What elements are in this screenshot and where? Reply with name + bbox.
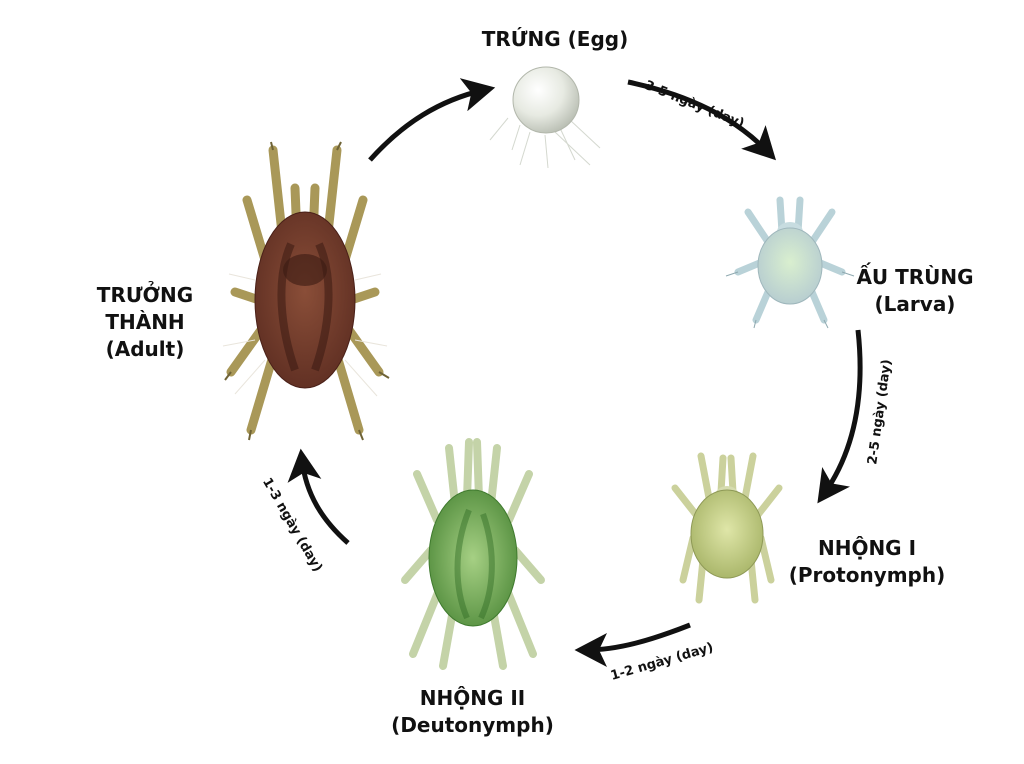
protonymph-label: NHỘNG I (Protonymph) — [782, 535, 952, 589]
arrow-adult-to-egg — [368, 78, 496, 162]
adult-label-line3: (Adult) — [105, 337, 185, 361]
arrow-larva-to-protonymph — [817, 329, 863, 504]
deutonymph-label-line2: (Deutonymph) — [391, 713, 554, 737]
larva-illustration — [725, 196, 855, 329]
protonymph-label-line2: (Protonymph) — [788, 563, 946, 587]
larva-label-line1: ẤU TRÙNG — [856, 265, 974, 289]
adult-label-line1: TRƯỞNG — [96, 283, 194, 307]
protonymph-label-line1: NHỘNG I — [817, 536, 917, 560]
deutonymph-label-line1: NHỘNG II — [419, 686, 526, 710]
egg-label-line1: TRỨNG (Egg) — [481, 27, 629, 51]
adult-label: TRƯỞNG THÀNH (Adult) — [70, 282, 220, 363]
arrow-protonymph-to-deutonymph — [574, 622, 691, 667]
egg-label: TRỨNG (Egg) — [470, 26, 640, 53]
protonymph-illustration — [671, 452, 783, 604]
deutonymph-illustration — [401, 438, 545, 670]
egg-illustration — [489, 66, 601, 169]
larva-label-line2: (Larva) — [874, 292, 956, 316]
arrow-deutonymph-to-adult — [287, 448, 350, 545]
larva-label: ẤU TRÙNG (Larva) — [840, 264, 990, 318]
adult-label-line2: THÀNH — [105, 310, 185, 334]
adult-illustration — [222, 141, 390, 441]
arrow-egg-to-larva — [627, 79, 777, 161]
deutonymph-label: NHỘNG II (Deutonymph) — [380, 685, 565, 739]
